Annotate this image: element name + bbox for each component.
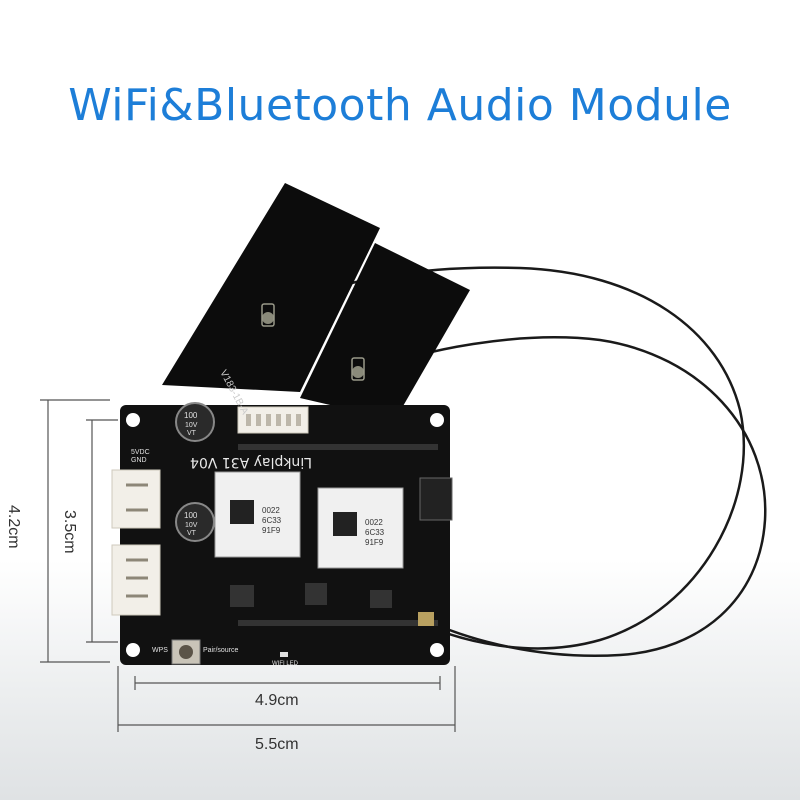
power-label-2: GND [131, 457, 147, 464]
wifi-led-label: WIFI LED [272, 661, 299, 667]
pair-source-button-label: Pair/source [203, 647, 239, 654]
model-text: Linkplay A31 V04 [190, 454, 312, 470]
capacitor-2-text-2: 10V [185, 522, 198, 529]
page-title: WiFi&Bluetooth Audio Module [68, 80, 732, 131]
capacitor-2-text-1: 100 [184, 511, 198, 520]
capacitor-1-text-1: 100 [184, 411, 198, 420]
wps-button-label: WPS [152, 647, 168, 654]
pcb-board [111, 402, 453, 665]
qr-text-2-line-2: 6C33 [365, 528, 385, 537]
height-inner-label: 3.5cm [61, 510, 78, 554]
qr-text-1-line-2: 6C33 [262, 516, 282, 525]
width-inner-label: 4.9cm [255, 692, 299, 709]
qr-text-2-line-3: 91F9 [365, 538, 384, 547]
capacitor-1-text-2: 10V [185, 422, 198, 429]
width-outer-label: 5.5cm [255, 736, 299, 753]
antenna-cable-1 [277, 266, 746, 650]
height-outer-label: 4.2cm [5, 505, 22, 549]
qr-text-1-line-1: 0022 [262, 506, 280, 515]
qr-text-1-line-3: 91F9 [262, 526, 281, 535]
antenna-panel-1 [162, 183, 380, 392]
antenna-panel-2 [300, 243, 470, 420]
dimension-lines [40, 399, 456, 732]
power-label-1: 5VDC [131, 449, 150, 456]
qr-text-2-line-1: 0022 [365, 518, 383, 527]
capacitor-2-text-3: VT [187, 530, 197, 537]
antenna-cable-2 [364, 336, 767, 657]
capacitor-1-text-3: VT [187, 430, 197, 437]
